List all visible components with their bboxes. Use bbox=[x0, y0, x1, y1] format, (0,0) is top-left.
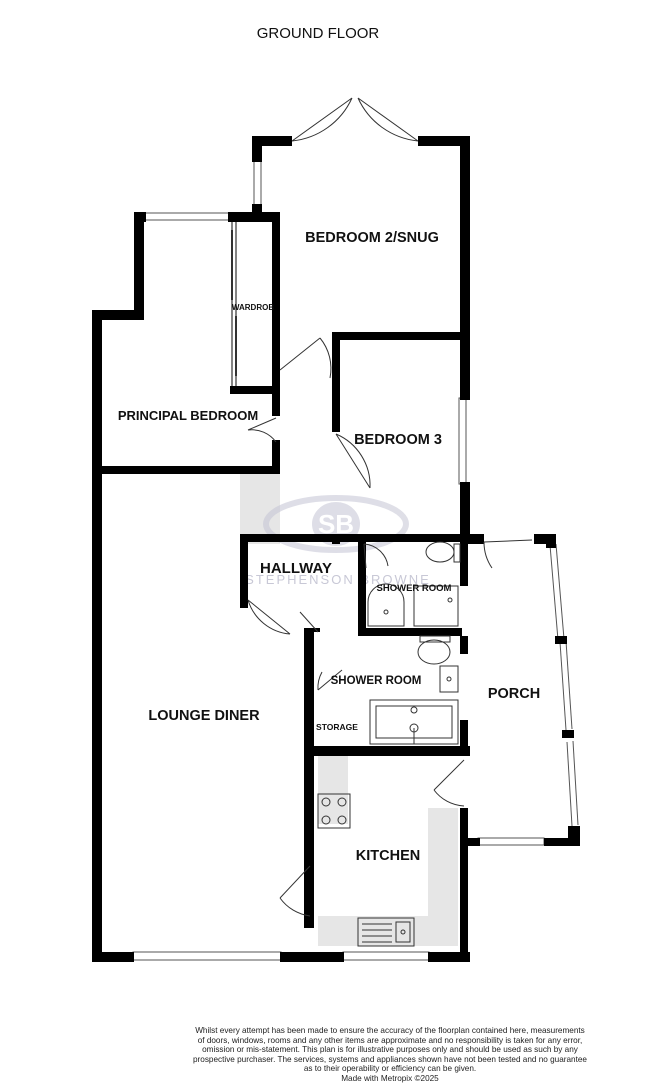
room-label-lounge-diner: LOUNGE DINER bbox=[148, 708, 260, 724]
disclaimer-line: as to their operability or efficiency ca… bbox=[303, 1064, 477, 1074]
fixtures bbox=[317, 541, 461, 947]
wardrobe-rails bbox=[231, 222, 237, 386]
room-label-porch: PORCH bbox=[488, 686, 540, 702]
windows bbox=[132, 159, 579, 961]
disclaimer-line: Whilst every attempt has been made to en… bbox=[195, 1026, 585, 1035]
disclaimer-text: Whilst every attempt has been made to en… bbox=[190, 1026, 590, 1084]
room-label-kitchen: KITCHEN bbox=[356, 848, 420, 864]
watermark-text: STEPHENSON BROWNE bbox=[245, 572, 431, 587]
room-label-hallway: HALLWAY bbox=[260, 560, 332, 577]
toilet-icon bbox=[417, 639, 451, 665]
walls bbox=[92, 136, 580, 962]
sink-icon bbox=[357, 917, 415, 947]
basin-icon bbox=[439, 665, 459, 693]
hob-icon bbox=[317, 793, 351, 829]
room-label-principal-bedroom: PRINCIPAL BEDROOM bbox=[118, 408, 258, 423]
room-label-shower-room: SHOWER ROOM bbox=[331, 675, 422, 687]
made-with-credit: Made with Metropix ©2025 bbox=[341, 1073, 439, 1083]
room-label-bedroom-3: BEDROOM 3 bbox=[354, 432, 442, 448]
disclaimer-line: prospective purchaser. The services, sys… bbox=[192, 1054, 587, 1064]
doors bbox=[247, 97, 533, 917]
basin-icon bbox=[367, 583, 405, 627]
shower-tray-icon bbox=[413, 585, 459, 627]
floor-shading bbox=[240, 474, 458, 946]
room-label-wardrobe: WARDROB bbox=[232, 303, 274, 312]
room-label-storage: STORAGE bbox=[316, 722, 358, 732]
disclaimer-line: of doors, windows, rooms and any other i… bbox=[197, 1035, 583, 1045]
disclaimer-line: omission or mis-statement. This plan is … bbox=[202, 1045, 578, 1055]
room-label-bedroom-2: BEDROOM 2/SNUG bbox=[305, 230, 439, 246]
room-label-shower-room-small: SHOWER ROOM bbox=[377, 583, 452, 594]
floor-title: GROUND FLOOR bbox=[257, 25, 380, 42]
toilet-icon bbox=[425, 541, 455, 563]
